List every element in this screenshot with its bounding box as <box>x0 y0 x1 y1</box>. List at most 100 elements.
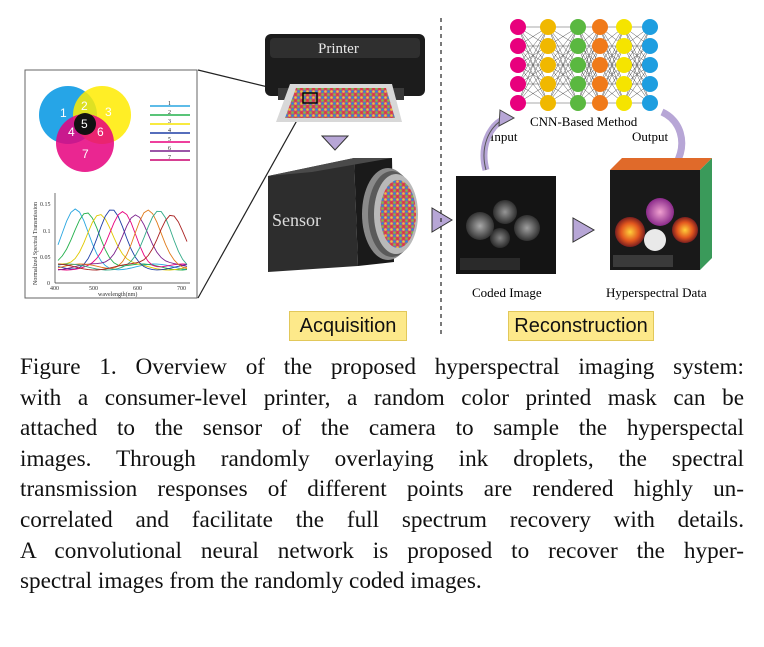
cnn-node <box>510 19 526 35</box>
figure-caption: Figure 1. Overview of the proposed hyper… <box>20 352 744 597</box>
ytick-1: 0.1 <box>43 229 51 235</box>
venn-label-7: 7 <box>82 147 89 161</box>
cnn-node <box>616 57 632 73</box>
caption-line: attached to the sensor of the camera to … <box>20 415 744 442</box>
printer-label: Printer <box>318 41 359 57</box>
coded-image-label: Coded Image <box>472 285 542 300</box>
caption-line: A convolutional neural network is propos… <box>20 537 744 564</box>
cnn-node <box>642 95 658 111</box>
cnn-node <box>540 38 556 54</box>
caption-line: images. Through randomly overlaying ink … <box>20 445 744 472</box>
cnn-node <box>642 57 658 73</box>
plot-curves <box>57 208 188 271</box>
cnn-edge <box>547 26 579 66</box>
ytick-2: 0.05 <box>40 255 51 261</box>
input-label: Input <box>490 129 518 144</box>
plot-ylabel: Normalized Spectral Transmission <box>33 202 39 285</box>
caption-line: with a consumer-level printer, a random … <box>20 384 744 411</box>
printer-illustration: Printer <box>265 34 425 122</box>
spectral-curve <box>57 209 188 270</box>
legend-number: 2 <box>168 110 171 116</box>
cnn-node <box>510 76 526 92</box>
legend-number: 5 <box>168 137 171 143</box>
cnn-node <box>540 76 556 92</box>
cnn-node <box>642 76 658 92</box>
cnn-node <box>642 38 658 54</box>
xtick-2: 600 <box>133 286 142 292</box>
legend-number: 1 <box>168 101 171 107</box>
acquisition-stage-label: Acquisition <box>289 311 407 341</box>
legend-number: 6 <box>168 146 171 152</box>
output-label: Output <box>632 129 669 144</box>
down-arrow-icon <box>320 135 350 151</box>
cnn-node <box>570 57 586 73</box>
cnn-edge <box>623 26 651 85</box>
sensor-label: Sensor <box>272 210 321 230</box>
cnn-node <box>616 19 632 35</box>
venn-label-6: 6 <box>97 125 104 139</box>
cnn-edge <box>547 45 579 104</box>
venn-label-2: 2 <box>81 99 88 113</box>
legend-number: 3 <box>168 119 171 125</box>
venn-label-1: 1 <box>60 106 67 120</box>
cnn-edge <box>517 45 549 104</box>
transmission-plot: Normalized Spectral Transmission wavelen… <box>33 193 190 298</box>
cnn-edge <box>623 45 651 104</box>
cnn-method-label: CNN-Based Method <box>530 114 638 129</box>
legend-number: 7 <box>168 155 171 161</box>
cnn-node <box>592 76 608 92</box>
cnn-edge <box>547 64 579 104</box>
spectral-curve <box>57 208 188 271</box>
cnn-node <box>510 38 526 54</box>
spectral-curve <box>57 209 188 271</box>
cnn-node <box>570 38 586 54</box>
caption-line: spectral images from the randomly coded … <box>20 568 482 595</box>
right-arrow-icon-2 <box>572 217 596 243</box>
cnn-node <box>570 95 586 111</box>
right-arrow-icon <box>431 207 453 233</box>
cnn-node <box>592 95 608 111</box>
cnn-node <box>540 19 556 35</box>
cnn-edge <box>517 64 549 104</box>
cnn-edge <box>517 26 549 66</box>
cnn-node <box>540 95 556 111</box>
cnn-edge <box>577 26 601 85</box>
cnn-node <box>642 19 658 35</box>
cmy-venn-diagram: 1 2 3 4 5 6 7 <box>39 86 131 172</box>
caption-line: transmission responses of different poin… <box>20 476 744 503</box>
venn-label-4: 4 <box>68 125 75 139</box>
cnn-edge <box>599 26 625 85</box>
cnn-edge <box>599 45 625 104</box>
coded-image <box>456 176 556 274</box>
venn-label-3: 3 <box>105 105 112 119</box>
ytick-3: 0 <box>47 281 50 287</box>
output-arrow-icon <box>660 108 686 166</box>
reconstruction-stage-label: Reconstruction <box>508 311 654 341</box>
xtick-0: 400 <box>50 286 59 292</box>
caption-line: correlated and facilitate the full spect… <box>20 506 744 533</box>
spectral-curve <box>58 214 188 271</box>
cnn-edge <box>547 26 579 104</box>
spectral-curve <box>57 214 188 271</box>
venn-label-5: 5 <box>81 117 88 131</box>
cnn-node <box>570 76 586 92</box>
cnn-edge <box>547 26 579 85</box>
hyperspectral-cube <box>610 158 712 270</box>
cnn-node <box>510 95 526 111</box>
ytick-0: 0.15 <box>40 202 51 208</box>
spectral-curve <box>57 210 188 271</box>
cnn-node <box>570 19 586 35</box>
cnn-edge <box>577 45 601 104</box>
camera-sensor-illustration: Sensor <box>268 158 418 272</box>
cnn-node <box>616 76 632 92</box>
cnn-node <box>592 19 608 35</box>
cnn-node <box>616 38 632 54</box>
cnn-edge <box>517 26 549 85</box>
plot-xlabel: wavelength(nm) <box>98 291 137 298</box>
xtick-1: 500 <box>89 286 98 292</box>
cnn-node <box>592 57 608 73</box>
spectral-curve <box>57 212 188 271</box>
cnn-network-diagram <box>510 19 658 111</box>
spectral-curve <box>57 214 188 271</box>
